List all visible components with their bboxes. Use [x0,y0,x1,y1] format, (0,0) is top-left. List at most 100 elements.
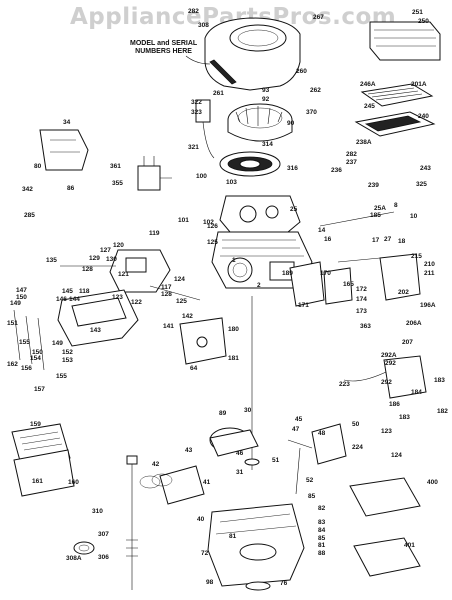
part-callout-224[interactable]: 224 [352,444,363,451]
part-callout-46[interactable]: 46 [236,450,244,457]
part-callout-45[interactable]: 45 [295,416,303,423]
part-callout-210[interactable]: 210 [424,261,435,268]
part-callout-144[interactable]: 144 [69,296,80,303]
part-callout-170[interactable]: 170 [320,270,331,277]
part-callout-150[interactable]: 150 [16,294,27,301]
part-callout-267[interactable]: 267 [313,14,324,21]
part-callout-322[interactable]: 322 [191,99,202,106]
part-callout-128[interactable]: 128 [82,266,93,273]
part-callout-172[interactable]: 172 [356,286,367,293]
part-callout-246A[interactable]: 246A [360,81,376,88]
part-callout-196A[interactable]: 196A [420,302,436,309]
part-callout-142[interactable]: 142 [182,313,193,320]
part-callout-147[interactable]: 147 [16,287,27,294]
part-callout-14[interactable]: 14 [318,227,326,234]
part-callout-261[interactable]: 261 [213,90,224,97]
tank-bracket[interactable] [39,129,89,171]
breather-plate[interactable] [179,317,227,365]
part-callout-171[interactable]: 171 [298,302,309,309]
piston-rings[interactable] [139,465,205,505]
intake-gaskets[interactable] [289,261,353,307]
part-callout-129[interactable]: 129 [89,255,100,262]
part-callout-51[interactable]: 51 [272,457,280,464]
part-callout-145[interactable]: 145 [62,288,73,295]
fuel-tank[interactable] [13,289,139,371]
part-callout-48[interactable]: 48 [318,430,326,437]
part-callout-182[interactable]: 182 [437,408,448,415]
part-callout-83[interactable]: 83 [318,519,326,526]
part-callout-50[interactable]: 50 [352,421,360,428]
part-callout-2[interactable]: 2 [257,282,261,289]
part-callout-314[interactable]: 314 [262,141,273,148]
part-callout-128[interactable]: 128 [161,291,172,298]
part-callout-155[interactable]: 155 [56,373,67,380]
part-callout-72[interactable]: 72 [201,550,209,557]
part-callout-25[interactable]: 25 [290,206,298,213]
part-callout-245[interactable]: 245 [364,103,375,110]
camshaft-valves[interactable] [287,423,347,495]
part-callout-215[interactable]: 215 [411,253,422,260]
part-callout-18[interactable]: 18 [398,238,406,245]
part-callout-306[interactable]: 306 [98,554,109,561]
gasket-sets[interactable] [349,477,421,577]
part-callout-130[interactable]: 130 [106,256,117,263]
part-callout-121[interactable]: 121 [118,271,129,278]
part-callout-135[interactable]: 135 [46,257,57,264]
part-callout-76[interactable]: 76 [280,580,288,587]
cylinder-head[interactable] [219,195,301,233]
part-callout-202[interactable]: 202 [398,289,409,296]
part-callout-152[interactable]: 152 [62,349,73,356]
part-callout-10[interactable]: 10 [410,213,418,220]
part-callout-355[interactable]: 355 [112,180,123,187]
part-callout-153[interactable]: 153 [62,357,73,364]
ignition-stator[interactable] [195,99,281,177]
part-callout-149[interactable]: 149 [52,340,63,347]
part-callout-239[interactable]: 239 [368,182,379,189]
part-callout-122[interactable]: 122 [131,299,142,306]
part-callout-159[interactable]: 159 [30,421,41,428]
part-callout-141[interactable]: 141 [163,323,174,330]
part-callout-27[interactable]: 27 [384,236,392,243]
part-callout-185[interactable]: 185 [370,212,381,219]
part-callout-181[interactable]: 181 [228,355,239,362]
part-callout-93[interactable]: 93 [262,87,270,94]
part-callout-17[interactable]: 17 [372,237,380,244]
part-callout-211[interactable]: 211 [424,270,435,277]
part-callout-88[interactable]: 88 [318,550,326,557]
part-callout-157[interactable]: 157 [34,386,45,393]
part-callout-180[interactable]: 180 [228,326,239,333]
part-callout-165[interactable]: 165 [343,281,354,288]
part-callout-292A[interactable]: 292A [381,352,397,359]
part-callout-123[interactable]: 123 [381,428,392,435]
part-callout-102[interactable]: 102 [203,219,214,226]
part-callout-325[interactable]: 325 [416,181,427,188]
part-callout-223[interactable]: 223 [339,381,350,388]
carburetor[interactable] [60,249,201,301]
part-callout-285[interactable]: 285 [24,212,35,219]
governor-control[interactable] [137,156,172,191]
part-callout-8[interactable]: 8 [394,202,398,209]
part-callout-125[interactable]: 125 [176,298,187,305]
part-callout-146[interactable]: 146 [56,296,67,303]
sump-base[interactable] [207,503,305,591]
part-callout-250[interactable]: 250 [418,18,429,25]
part-callout-90[interactable]: 90 [287,120,295,127]
part-callout-126[interactable]: 126 [207,223,218,230]
part-callout-162[interactable]: 162 [7,361,18,368]
part-callout-119[interactable]: 119 [149,230,160,237]
part-callout-127[interactable]: 127 [100,247,111,254]
part-callout-308A[interactable]: 308A [66,555,82,562]
part-callout-43[interactable]: 43 [185,447,193,454]
oil-seal[interactable] [73,541,95,555]
air-cleaner-top[interactable] [354,21,441,137]
part-callout-41[interactable]: 41 [203,479,211,486]
part-callout-238A[interactable]: 238A [356,139,372,146]
throttle-bracket[interactable] [319,211,421,301]
part-callout-150[interactable]: 150 [32,349,43,356]
part-callout-156[interactable]: 156 [21,365,32,372]
part-callout-52[interactable]: 52 [306,477,314,484]
part-callout-237[interactable]: 237 [346,159,357,166]
part-callout-251[interactable]: 251 [412,9,423,16]
part-callout-80[interactable]: 80 [34,163,42,170]
part-callout-321[interactable]: 321 [188,144,199,151]
